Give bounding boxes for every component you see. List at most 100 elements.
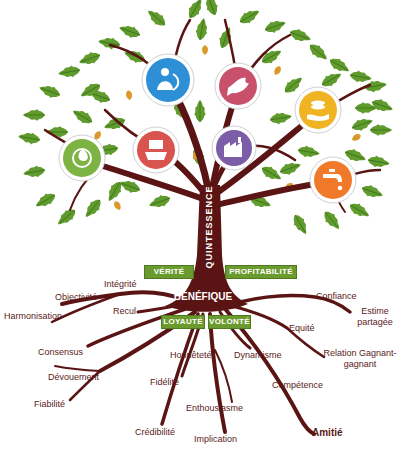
medallion-ring xyxy=(215,63,261,109)
root-label: Recul xyxy=(113,306,136,317)
leaf xyxy=(78,80,103,101)
leaf xyxy=(297,144,321,160)
acorn-bud xyxy=(112,200,122,212)
factory-icon xyxy=(224,142,242,157)
medallion-disc xyxy=(314,161,352,199)
branches xyxy=(45,20,380,212)
person-icon xyxy=(157,81,173,90)
root-label: Fidélité xyxy=(150,377,179,388)
root-label: Implication xyxy=(194,434,237,445)
acorn-bud xyxy=(351,132,363,142)
medallion-disc xyxy=(216,130,252,166)
medallion-ring xyxy=(295,87,341,133)
leaf xyxy=(327,55,352,76)
medallion-disc xyxy=(137,131,175,169)
dove-icon xyxy=(227,78,249,96)
value-box: PROFITABILITÉ xyxy=(225,265,297,279)
value-medallion xyxy=(142,54,194,106)
medallion-disc xyxy=(146,58,190,102)
root-label: QUINTESSENCE xyxy=(203,177,215,277)
leaf xyxy=(194,100,206,122)
leaf xyxy=(37,82,62,101)
root-label: Amitié xyxy=(312,427,343,438)
root-label: Enthousiasme xyxy=(186,403,243,414)
value-text: VÉRITÉ xyxy=(145,266,193,278)
root-label: Fiabilité xyxy=(34,399,65,410)
medallion-ring xyxy=(133,127,179,173)
root xyxy=(210,314,225,432)
leaf xyxy=(54,205,79,228)
value-text: LOYAUTÉ xyxy=(162,316,204,328)
root-label: Crédibilité xyxy=(135,427,175,438)
leaf xyxy=(57,64,81,80)
root-label: Equité xyxy=(289,323,315,334)
faucet-icon xyxy=(323,174,342,182)
leaf xyxy=(202,0,221,17)
root-label: Compétence xyxy=(272,380,323,391)
coins-icon xyxy=(311,105,325,110)
medallion-disc xyxy=(299,91,337,129)
leaf xyxy=(77,49,102,68)
leaf xyxy=(17,130,41,146)
value-medallion xyxy=(295,87,341,133)
value-medallion xyxy=(133,127,179,173)
leaf xyxy=(320,208,343,233)
leaf xyxy=(102,114,127,133)
leaf xyxy=(117,22,142,41)
leaf xyxy=(367,154,391,170)
roots xyxy=(52,292,350,434)
leaf xyxy=(269,110,293,126)
value-text: VOLONTÉ xyxy=(209,316,250,328)
leaf xyxy=(144,6,169,29)
leaf xyxy=(306,40,331,63)
medallion-ring xyxy=(310,157,356,203)
value-medallion xyxy=(59,135,105,181)
leaf xyxy=(347,200,372,221)
root-label: Dévouement xyxy=(48,372,99,383)
globe-icon xyxy=(73,149,91,167)
root-label: Estime partagée xyxy=(350,306,400,328)
leaf xyxy=(263,17,288,36)
root-label: Intégrité xyxy=(104,279,137,290)
leaf-icon xyxy=(78,149,87,161)
value-box: VÉRITÉ xyxy=(144,265,194,279)
medallion-ring xyxy=(59,135,105,181)
leaf xyxy=(81,196,104,221)
leaf xyxy=(370,96,395,115)
leaf xyxy=(33,190,58,211)
leaf xyxy=(194,17,210,41)
medallion-ring xyxy=(142,54,194,106)
leaf xyxy=(237,6,262,27)
value-medallion xyxy=(212,126,256,170)
leaf xyxy=(355,102,377,114)
factory-icon xyxy=(238,137,241,143)
medallion-ring xyxy=(212,126,256,170)
water-drop xyxy=(338,186,342,190)
leaf xyxy=(259,163,284,184)
person-icon xyxy=(173,74,178,90)
root-label: BÉNÉFIQUE xyxy=(172,291,234,302)
value-box: LOYAUTÉ xyxy=(161,315,205,329)
acorn-bud xyxy=(272,65,282,77)
root-label: Relation Gagnant-gagnant xyxy=(320,348,400,370)
root-label: Confiance xyxy=(316,291,357,302)
hand-icon xyxy=(307,114,329,121)
root-label: Harmonisation xyxy=(4,311,62,322)
root xyxy=(215,350,232,402)
leaf xyxy=(349,69,373,85)
faucet-icon xyxy=(329,169,335,172)
person-icon xyxy=(161,68,169,76)
value-text: PROFITABILITÉ xyxy=(226,266,296,278)
root-label: Dynamisme xyxy=(234,350,282,361)
acorn-bud xyxy=(202,45,208,55)
value-medallion xyxy=(310,157,356,203)
leaf xyxy=(288,26,313,45)
book-icon xyxy=(149,140,163,149)
leaf xyxy=(185,0,206,21)
leaf xyxy=(350,115,375,134)
medallion-disc xyxy=(219,67,257,105)
leaf xyxy=(278,159,303,178)
